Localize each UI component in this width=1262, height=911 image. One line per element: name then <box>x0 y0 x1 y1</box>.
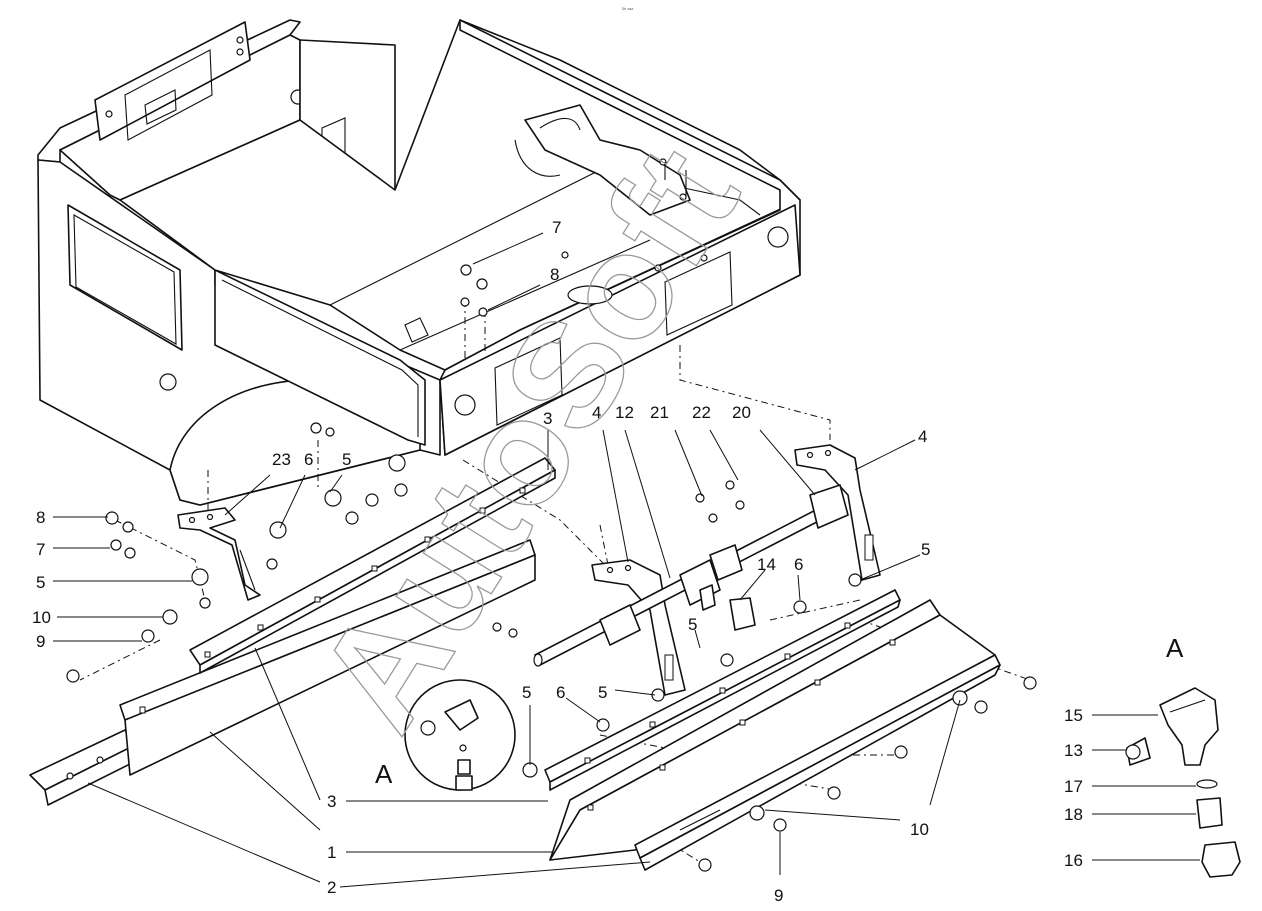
callout-10-left: 10 <box>32 608 51 627</box>
bracket-left-23 <box>177 507 261 601</box>
callout-18: 18 <box>1064 805 1083 824</box>
callout-3-top: 3 <box>543 409 552 428</box>
callout-8-left: 8 <box>36 508 45 527</box>
detail-label-a: A <box>1166 633 1184 663</box>
view-label-a: A <box>375 759 393 789</box>
callout-10-right: 10 <box>910 820 929 839</box>
bumper-plate-right <box>549 599 996 861</box>
callout-6-left: 6 <box>304 450 313 469</box>
strip-left <box>189 457 556 674</box>
callout-1: 1 <box>327 843 336 862</box>
angle-bar-right <box>634 654 1001 871</box>
bracket-right-4 <box>794 444 881 581</box>
callout-23: 23 <box>272 450 291 469</box>
callout-22: 22 <box>692 403 711 422</box>
detail-view-a-circle <box>404 679 516 791</box>
callout-9-left: 9 <box>36 632 45 651</box>
callout-6-right: 6 <box>794 555 803 574</box>
fasteners <box>66 264 1037 872</box>
callout-8-top: 8 <box>550 265 559 284</box>
main-frame <box>37 19 801 506</box>
callout-16: 16 <box>1064 851 1083 870</box>
nozzle-detail-a <box>1125 687 1241 878</box>
callout-14: 14 <box>757 555 776 574</box>
bumper-plate-left <box>119 539 536 776</box>
strip-right <box>544 589 901 791</box>
callout-5-center: 5 <box>688 615 697 634</box>
callout-2: 2 <box>327 878 336 897</box>
angle-bar-left <box>29 729 139 806</box>
callout-5-right: 5 <box>921 540 930 559</box>
callout-5-lower: 5 <box>522 683 531 702</box>
callout-4-center: 4 <box>592 403 601 422</box>
callout-20: 20 <box>732 403 751 422</box>
leader-lines <box>53 232 1200 888</box>
callout-4-right: 4 <box>918 427 927 446</box>
callout-3-bottom: 3 <box>327 792 336 811</box>
callout-5-left: 5 <box>36 573 45 592</box>
callout-5-left-top: 5 <box>342 450 351 469</box>
callout-9-bottom: 9 <box>774 886 783 905</box>
callout-5-lower-right: 5 <box>598 683 607 702</box>
callout-labels: 7 8 3 4 12 21 22 20 4 23 6 5 8 7 5 10 9 … <box>32 218 1083 905</box>
callout-12: 12 <box>615 403 634 422</box>
callout-7-top: 7 <box>552 218 561 237</box>
callout-21: 21 <box>650 403 669 422</box>
callout-17: 17 <box>1064 777 1083 796</box>
header-mark: ᴰᵇ ᵃᵃᵃ <box>622 7 633 13</box>
callout-13: 13 <box>1064 741 1083 760</box>
spray-shaft <box>533 484 849 667</box>
callout-15: 15 <box>1064 706 1083 725</box>
callout-7-left: 7 <box>36 540 45 559</box>
callout-6-lower: 6 <box>556 683 565 702</box>
